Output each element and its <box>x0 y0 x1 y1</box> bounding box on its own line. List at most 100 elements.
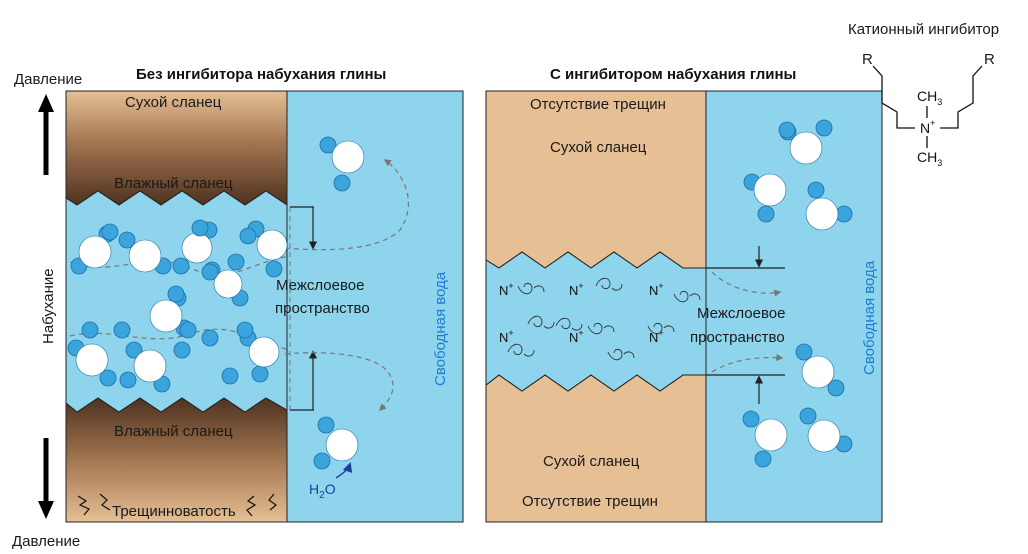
inhibitor-chain-swirl <box>673 290 701 303</box>
right-top-dry-shale <box>485 90 707 269</box>
hydrogen-atom <box>317 416 335 434</box>
hydrogen-atom <box>191 219 209 237</box>
up-arrow-head <box>38 94 54 112</box>
hydrogen-atom <box>827 379 845 397</box>
inhibitor-chain-swirl <box>507 343 535 357</box>
hydrogen-atom <box>118 231 136 249</box>
hydrogen-atom <box>201 263 219 281</box>
cation-label: N+ <box>569 281 584 298</box>
oxygen-atom <box>181 232 213 264</box>
h2o-h: H <box>309 481 319 497</box>
oxygen-atom <box>213 269 243 299</box>
oxygen-atom <box>256 229 288 261</box>
oxygen-atom <box>75 343 109 377</box>
cation-charge: + <box>578 281 583 291</box>
oxygen-atom <box>801 355 835 389</box>
r-right-label: R <box>984 51 995 68</box>
inhibitor-swirls <box>507 277 701 361</box>
hydrogen-atom <box>799 407 817 425</box>
left-water-molecules <box>67 136 365 470</box>
hydrogen-atom <box>778 121 796 139</box>
cation-label: N+ <box>569 328 584 345</box>
n-symbol: N <box>920 120 930 136</box>
ch3-top: CH3 <box>917 88 942 107</box>
swelling-label: Набухание <box>40 268 57 344</box>
cation-charge: + <box>658 328 663 338</box>
hydrogen-atom <box>113 321 131 339</box>
hydrogen-atom <box>227 253 245 271</box>
oxygen-atom <box>149 299 183 333</box>
left-alkyl-chain <box>872 65 915 129</box>
cation-symbol: N <box>569 330 578 345</box>
hydrogen-atom <box>239 227 257 245</box>
right-panel-title: С ингибитором набухания глины <box>550 66 796 83</box>
right-interlayer-label-2: пространство <box>690 329 785 346</box>
hydrogen-atom <box>236 321 254 339</box>
cation-grid: N+N+N+N+N+N+ <box>499 281 664 345</box>
fractures-label: Трещинноватость <box>112 503 236 520</box>
ch3-top-ch: CH <box>917 88 937 104</box>
oxygen-atom <box>754 418 788 452</box>
hydrogen-atom <box>757 205 775 223</box>
inhibitor-chain-swirl <box>587 322 615 335</box>
cationic-inhibitor-structure: Катионный ингибитор R R CH3 N+ CH3 <box>848 21 999 168</box>
hydrogen-atom <box>807 181 825 199</box>
oxygen-atom <box>805 197 839 231</box>
hydrogen-atom <box>119 371 137 389</box>
inhibitor-chain-swirl <box>517 282 545 295</box>
right-interlayer-label-1: Межслоевое <box>697 305 785 322</box>
hydrogen-atom <box>319 136 337 154</box>
cation-label: N+ <box>649 281 664 298</box>
cation-label: N+ <box>499 328 514 345</box>
oxygen-atom <box>331 140 365 174</box>
oxygen-atom <box>128 239 162 273</box>
hydrogen-atom <box>742 410 760 428</box>
cation-symbol: N <box>649 283 658 298</box>
h2o-label: H2O <box>309 481 336 501</box>
upper-layer-dashed-curve <box>69 255 291 276</box>
hydrogen-atom <box>754 450 772 468</box>
water-flow-arrow-top <box>284 159 410 251</box>
ch3-bottom-sub: 3 <box>937 158 942 168</box>
hydrogen-atom <box>835 205 853 223</box>
hydrogen-atom <box>795 343 813 361</box>
n-sup: + <box>930 118 935 128</box>
ch3-bottom-ch: CH <box>917 149 937 165</box>
n-plus: N+ <box>920 118 935 136</box>
left-free-water <box>286 90 464 523</box>
hydrogen-atom <box>265 260 283 278</box>
cation-symbol: N <box>499 330 508 345</box>
h2o-o: O <box>325 481 336 497</box>
left-wet-shale-top-label: Влажный сланец <box>114 175 233 192</box>
hydrogen-atom <box>221 367 239 385</box>
hydrogen-atom <box>251 365 269 383</box>
inhibitor-title: Катионный ингибитор <box>848 21 999 38</box>
cation-charge: + <box>508 328 513 338</box>
right-panel: С ингибитором набухания глины Отсутствие… <box>485 66 883 523</box>
cation-symbol: N <box>499 283 508 298</box>
no-cracks-top-label: Отсутствие трещин <box>530 96 666 113</box>
left-interlayer-label-1: Межслоевое <box>276 277 364 294</box>
oxygen-atom <box>78 235 112 269</box>
hydrogen-atom <box>173 341 191 359</box>
hydrogen-atom <box>167 285 185 303</box>
inhibitor-chain-swirl <box>555 317 583 331</box>
cation-charge: + <box>508 281 513 291</box>
left-panel: Без ингибитора набухания глины Сухой сла… <box>65 66 464 523</box>
r-left-label: R <box>862 51 873 68</box>
oxygen-atom <box>807 419 841 453</box>
left-free-water-label: Свободная вода <box>432 271 449 386</box>
pressure-swelling-axis: Давление Набухание Давление <box>12 71 82 550</box>
fracture-marks <box>77 493 277 517</box>
right-water-molecules <box>742 119 853 468</box>
inhibitor-chain-swirl <box>647 322 675 335</box>
left-wet-shale-bottom-label: Влажный сланец <box>114 423 233 440</box>
oxygen-atom <box>325 428 359 462</box>
hydrogen-atom <box>815 119 833 137</box>
hydrogen-atom <box>333 174 351 192</box>
hydrogen-atom <box>101 223 119 241</box>
right-flow-arrow-bottom <box>711 353 784 373</box>
hydrogen-atom <box>179 321 197 339</box>
pressure-top-label: Давление <box>14 71 82 88</box>
